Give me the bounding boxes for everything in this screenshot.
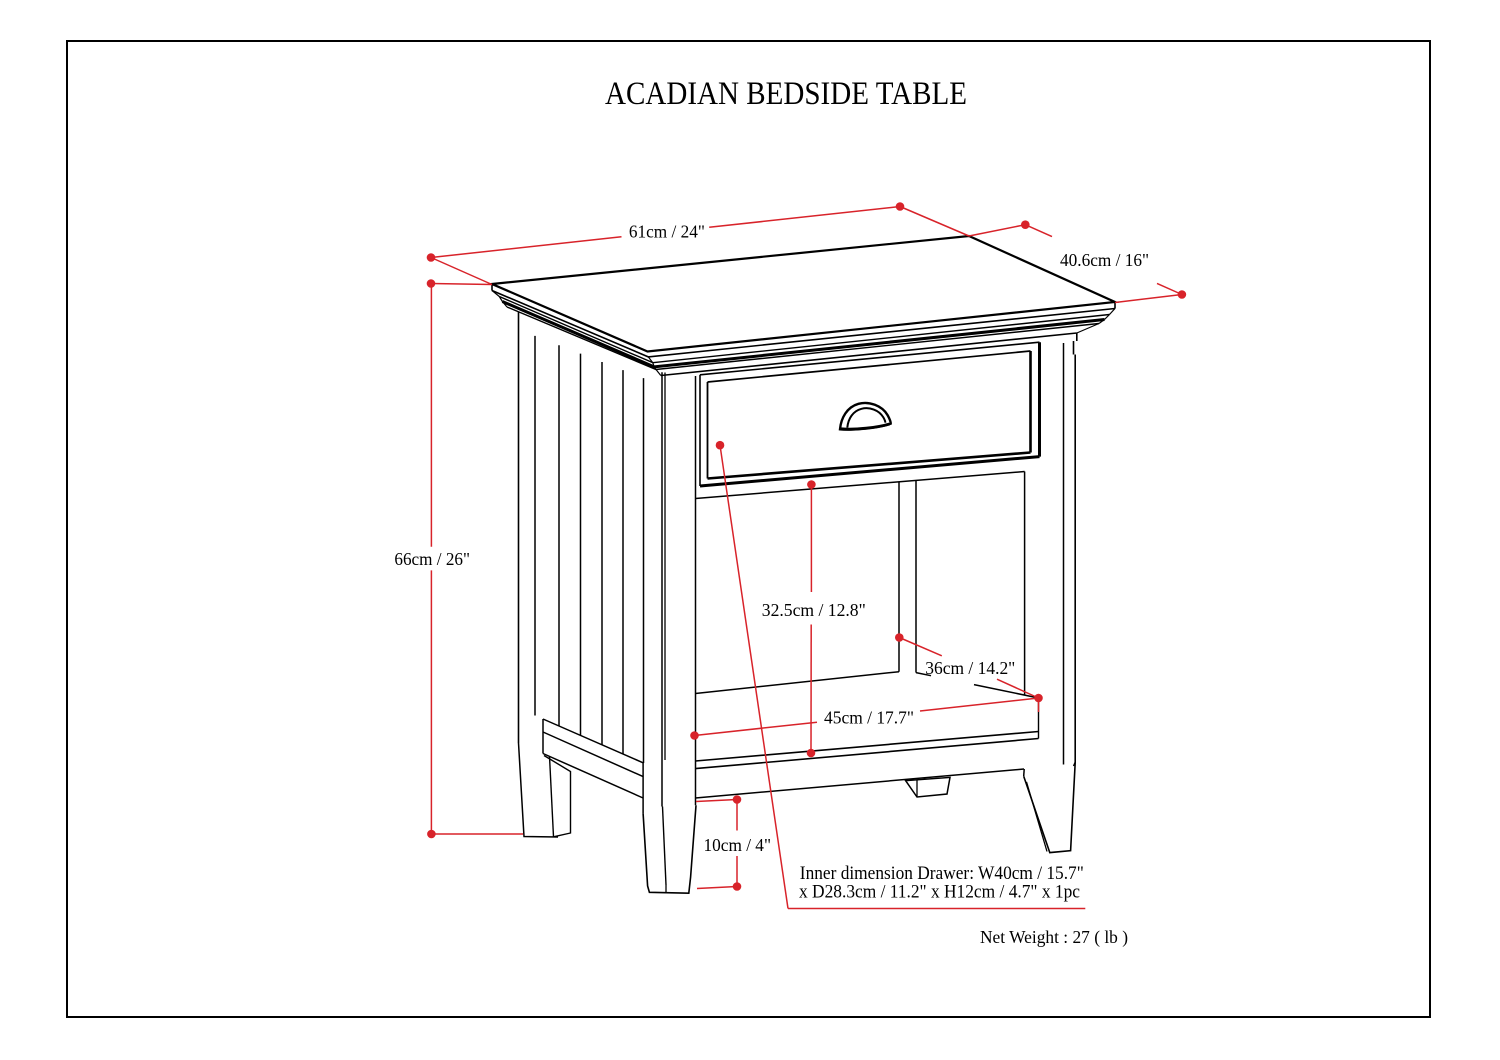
svg-text:ACADIAN BEDSIDE TABLE: ACADIAN BEDSIDE TABLE: [605, 76, 967, 112]
svg-text:Net Weight : 27 ( lb ): Net Weight : 27 ( lb ): [980, 927, 1128, 948]
svg-text:61cm / 24": 61cm / 24": [629, 222, 705, 242]
svg-text:36cm / 14.2": 36cm / 14.2": [925, 658, 1015, 678]
svg-text:32.5cm / 12.8": 32.5cm / 12.8": [762, 600, 866, 620]
svg-text:40.6cm / 16": 40.6cm / 16": [1060, 250, 1149, 270]
svg-text:Inner dimension Drawer: W40cm: Inner dimension Drawer: W40cm / 15.7": [800, 864, 1084, 884]
svg-text:45cm / 17.7": 45cm / 17.7": [824, 708, 914, 728]
svg-text:10cm / 4": 10cm / 4": [704, 835, 772, 855]
svg-text:66cm / 26": 66cm / 26": [394, 549, 470, 569]
svg-text:x D28.3cm / 11.2" x H12cm / 4.: x D28.3cm / 11.2" x H12cm / 4.7" x 1pc: [799, 883, 1080, 903]
